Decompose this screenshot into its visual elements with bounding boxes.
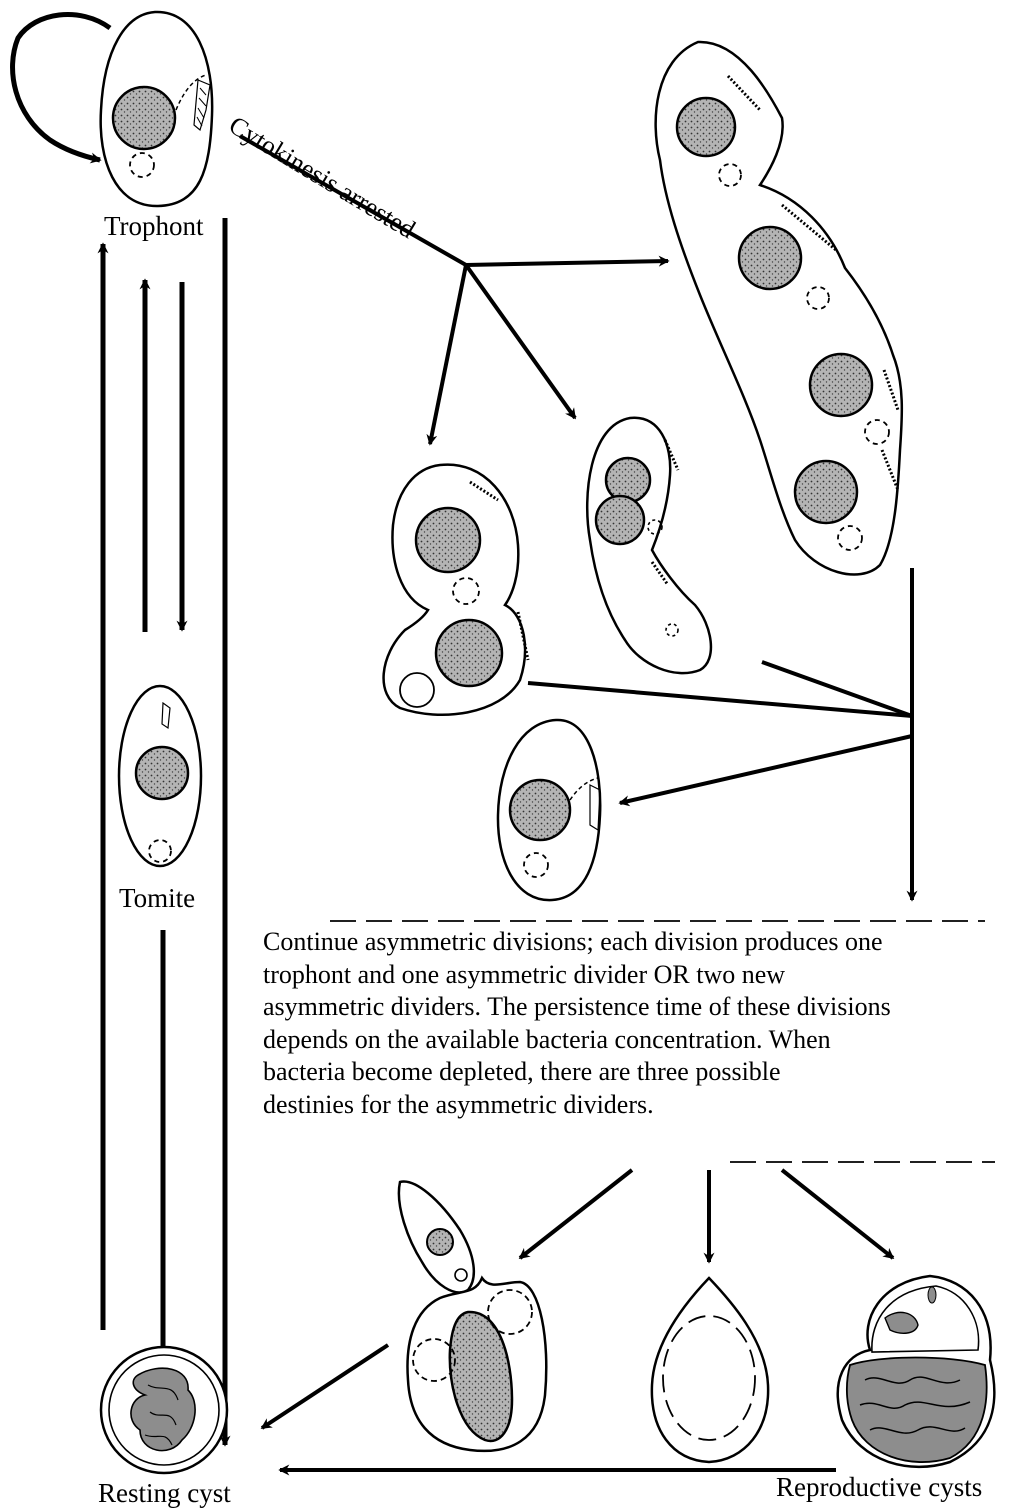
asymmetric-division-description: Continue asymmetric divisions; each divi… — [263, 926, 1008, 1122]
two-nucleus-divider — [384, 465, 528, 715]
pinching-divider — [587, 418, 711, 673]
reproductive-cysts-label: Reproductive cysts — [776, 1474, 982, 1501]
destiny-budding-cell — [399, 1182, 546, 1451]
resting-cyst — [101, 1347, 227, 1473]
trophont-self-loop-arrow — [13, 15, 110, 160]
description-line: destinies for the asymmetric dividers. — [263, 1089, 1008, 1122]
description-line: Continue asymmetric divisions; each divi… — [263, 926, 1008, 959]
trophont-label: Trophont — [104, 213, 204, 240]
trophont-cell — [101, 12, 212, 206]
new-trophont-cell — [498, 720, 600, 900]
tomite-label: Tomite — [119, 885, 195, 912]
asymmetric-divider-chain — [656, 42, 902, 575]
description-line: asymmetric dividers. The persistence tim… — [263, 991, 1008, 1024]
destiny-arrows — [520, 1170, 893, 1262]
description-line: depends on the available bacteria concen… — [263, 1024, 1008, 1057]
destiny-empty-cyst — [652, 1278, 768, 1462]
description-line: bacteria become depleted, there are thre… — [263, 1056, 1008, 1089]
tomite-cell — [119, 686, 201, 866]
description-line: trophont and one asymmetric divider OR t… — [263, 959, 1008, 992]
destiny-reproductive-cyst — [838, 1276, 995, 1467]
resting-cyst-label: Resting cyst — [98, 1480, 231, 1507]
